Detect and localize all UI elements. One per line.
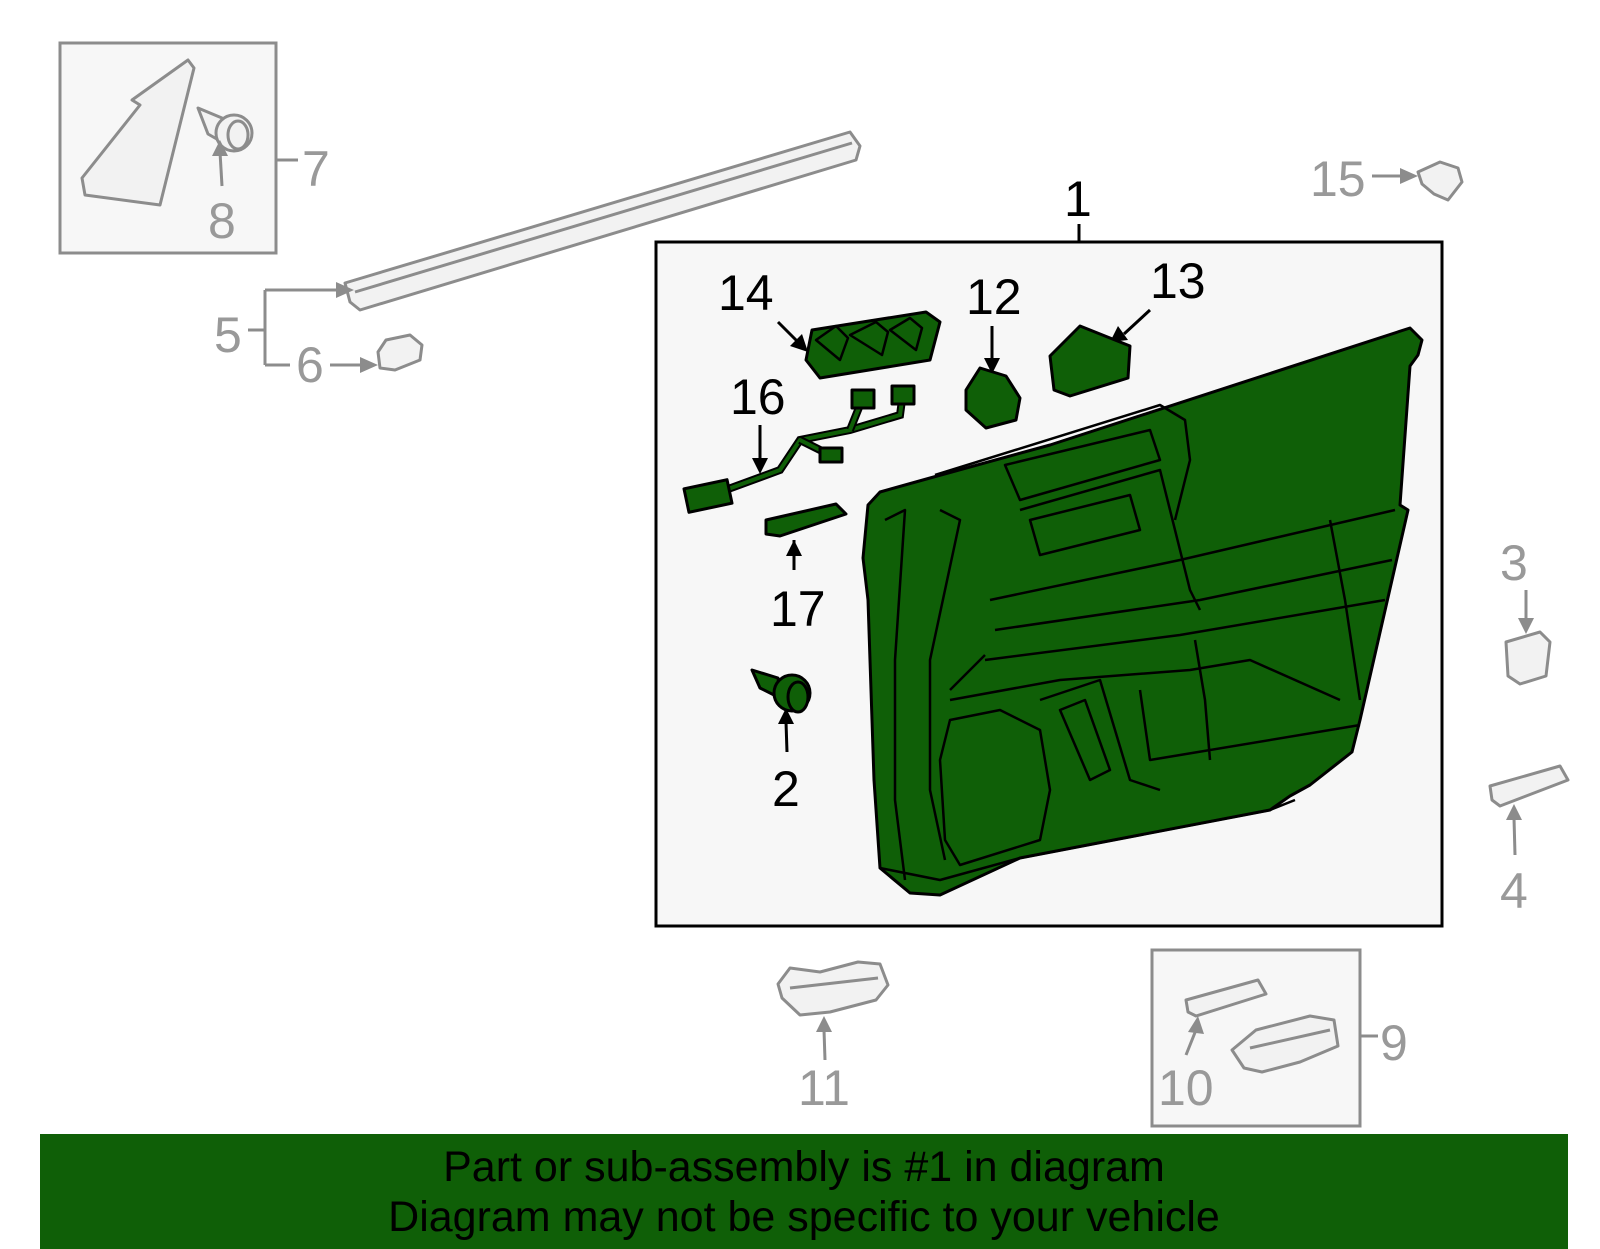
label-part-12: 12 [966,269,1022,325]
label-part-9: 9 [1380,1015,1408,1071]
label-part-14: 14 [718,265,774,321]
part-5-belt-moulding[interactable] [343,130,862,312]
part-7-trim-piece[interactable] [80,58,196,207]
label-part-15: 15 [1310,151,1366,207]
part-11-handle[interactable] [776,960,890,1017]
part-8-clip[interactable] [196,106,254,153]
part-17-bracket[interactable] [764,502,848,538]
banner-line-2: Diagram may not be specific to your vehi… [388,1193,1220,1241]
part-6-clip[interactable] [376,333,424,372]
label-part-10: 10 [1158,1060,1214,1116]
label-part-3: 3 [1500,535,1528,591]
part-4-retainer[interactable] [1488,764,1570,808]
part-13-switch[interactable] [1048,324,1132,398]
label-part-1: 1 [1064,171,1092,227]
part-14-window-switch[interactable] [804,310,942,380]
banner-line-1: Part or sub-assembly is #1 in diagram [443,1143,1165,1191]
label-part-2: 2 [772,761,800,817]
part-2-clip[interactable] [750,668,812,714]
label-part-8: 8 [208,193,236,249]
part-1-door-trim-panel[interactable] [861,326,1424,897]
label-part-7: 7 [302,141,330,197]
label-part-5: 5 [214,307,242,363]
part-3-clip[interactable] [1504,630,1552,686]
part-9-lamp-housing[interactable] [1230,1014,1340,1074]
part-12-switch[interactable] [964,366,1022,430]
info-banner: Part or sub-assembly is #1 in diagram Di… [40,1134,1568,1249]
label-part-6: 6 [296,337,324,393]
label-part-17: 17 [770,581,826,637]
part-15-clip[interactable] [1416,160,1464,202]
label-part-13: 13 [1150,253,1206,309]
label-part-4: 4 [1500,863,1528,919]
label-part-16: 16 [730,369,786,425]
label-part-11: 11 [798,1060,850,1116]
part-10-bulb[interactable] [1184,978,1268,1018]
part-16-wire-harness[interactable] [682,384,916,514]
